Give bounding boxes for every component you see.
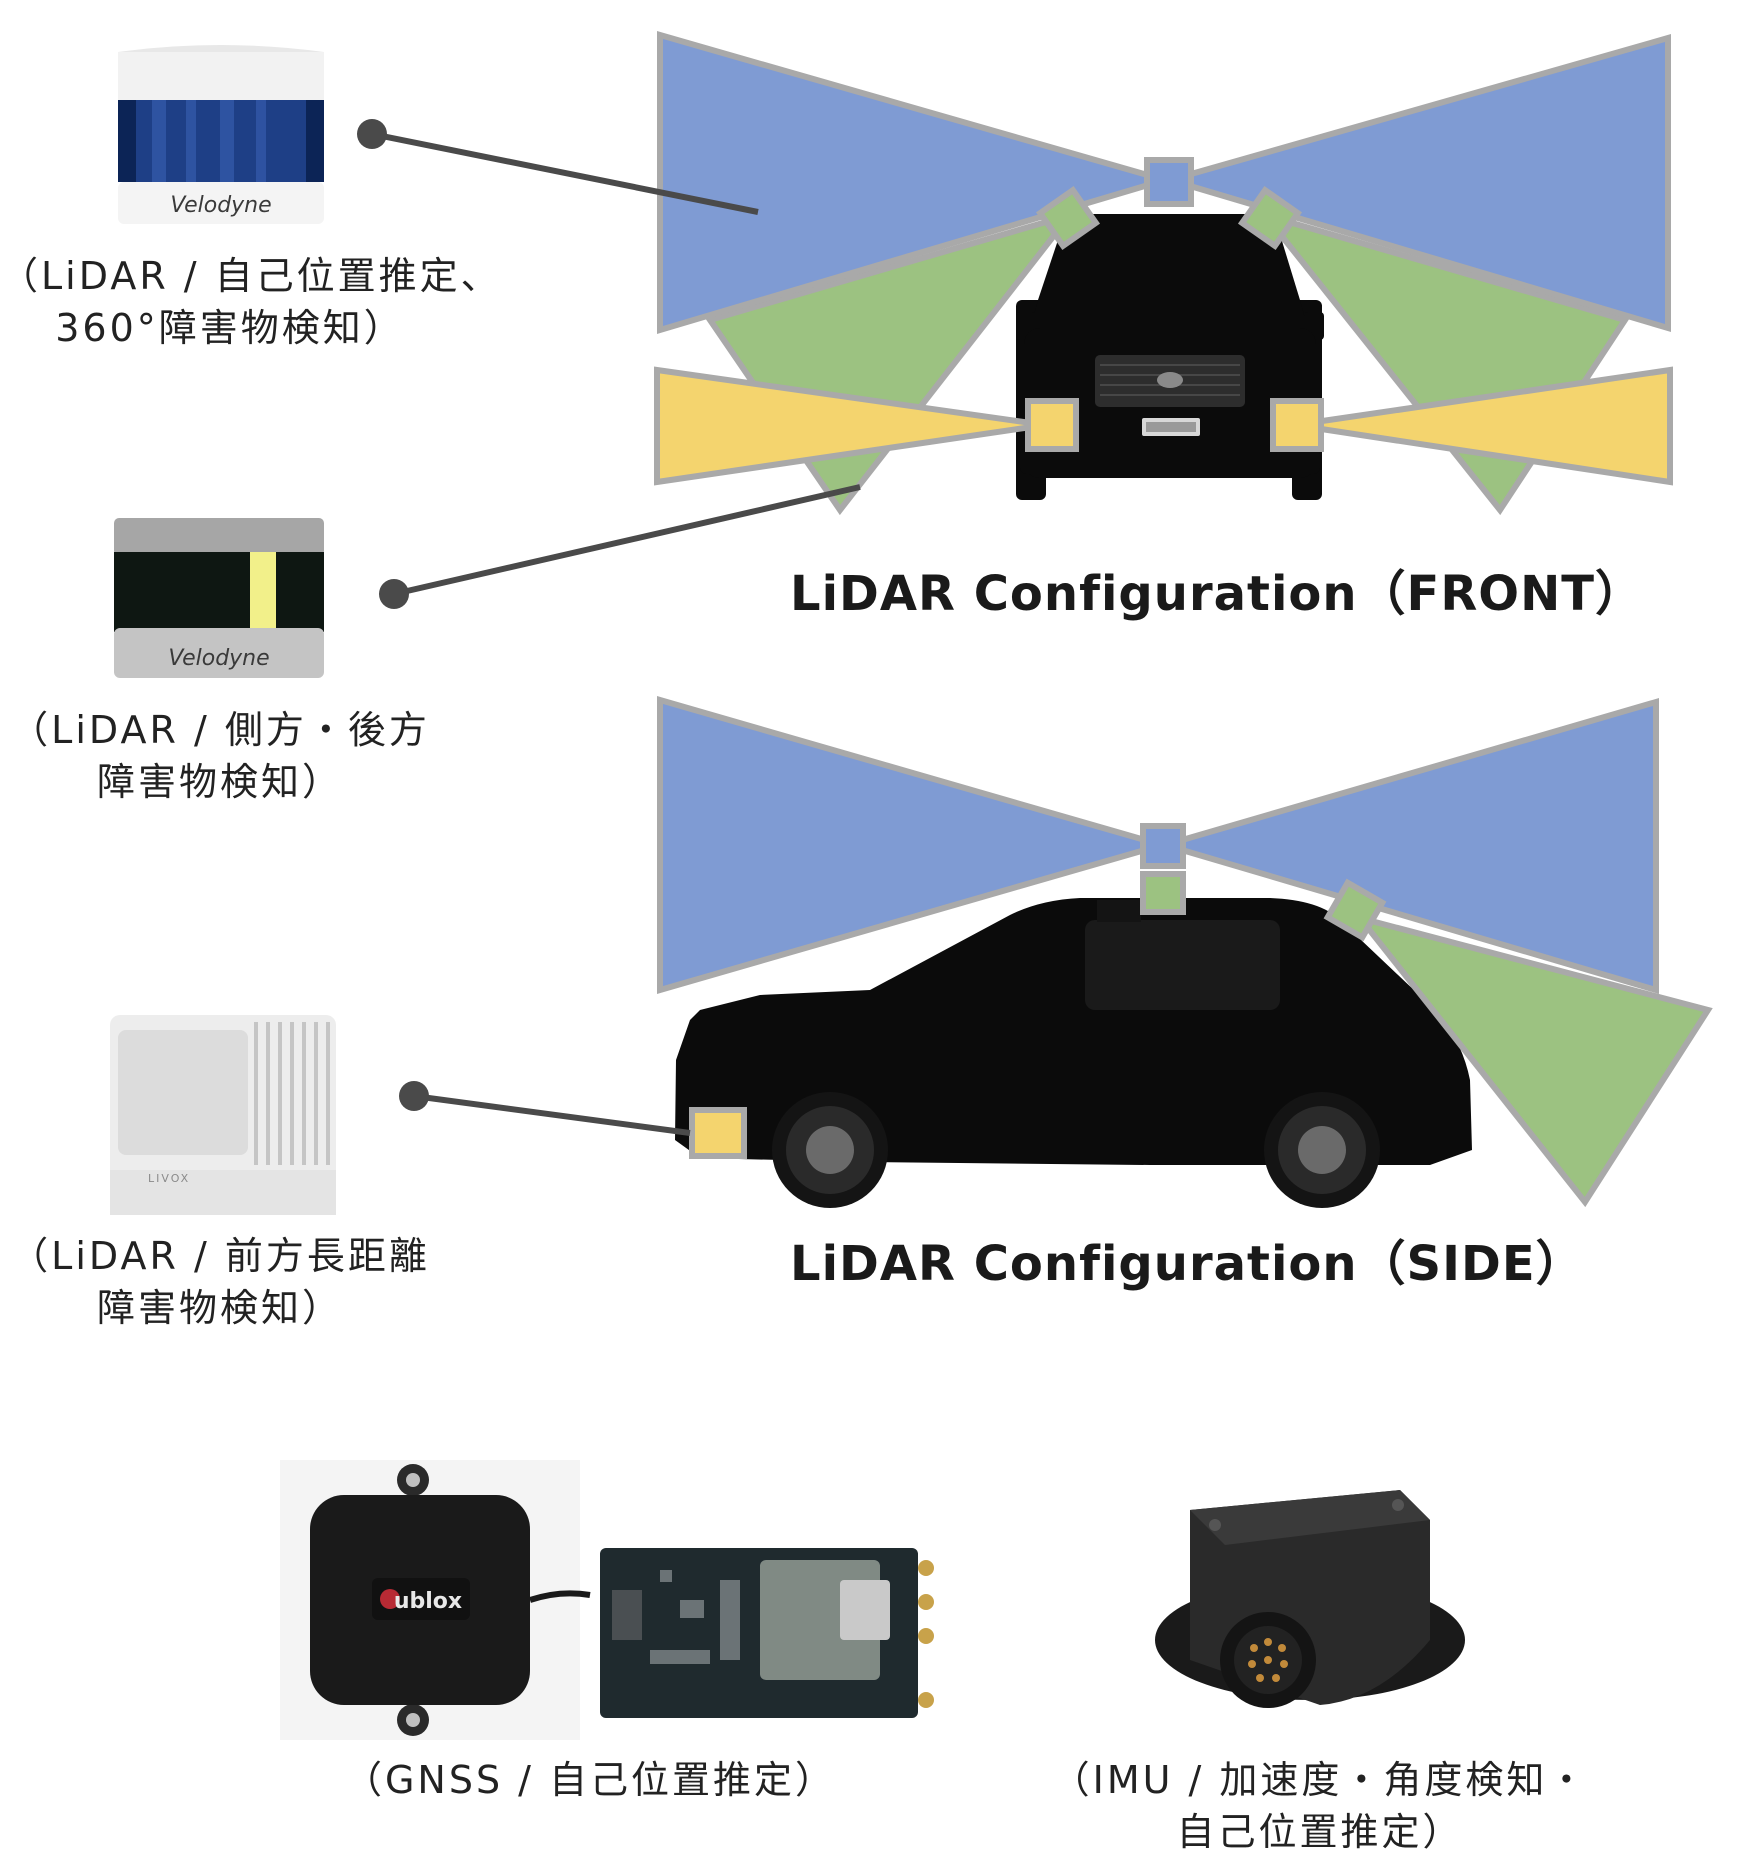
livox-brand-text: LIVOX <box>148 1172 190 1185</box>
side-view-diagram <box>657 696 1713 1208</box>
caption-imu: （IMU / 加速度・角度検知・ 自己位置推定） <box>1050 1754 1590 1858</box>
side-roof-lidar-box <box>1140 871 1186 915</box>
front-top-fov-right <box>1159 34 1671 333</box>
front-side-lidar-box-right <box>1237 185 1303 251</box>
caption-livox-line-1: （LiDAR / 前方長距離 <box>10 1234 430 1278</box>
side-top-lidar-box <box>1140 823 1186 869</box>
caption-gnss-line-1: （GNSS / 自己位置推定） <box>343 1758 837 1802</box>
velodyne-side-lidar-image: Velodyne <box>114 518 324 678</box>
vehicle-front-silhouette <box>1016 214 1324 500</box>
front-top-lidar-box <box>1144 157 1194 207</box>
velodyne-top-lidar-image: Velodyne <box>118 45 324 224</box>
caption-velodyne-side-line-1: （LiDAR / 側方・後方 <box>10 708 430 752</box>
side-diagram-title: LiDAR Configuration（SIDE） <box>790 1236 1585 1292</box>
caption-velodyne-top-line-2: 360°障害物検知） <box>55 306 405 350</box>
caption-livox: （LiDAR / 前方長距離 障害物検知） <box>10 1230 430 1334</box>
front-diagram-title: LiDAR Configuration（FRONT） <box>790 566 1645 622</box>
caption-livox-line-2: 障害物検知） <box>96 1286 343 1330</box>
side-front-lidar-box <box>689 1107 747 1159</box>
gnss-module-image: ublox <box>280 1460 934 1740</box>
leader-lines <box>357 119 861 1136</box>
leader-velodyne-side <box>393 484 861 597</box>
velodyne-top-brand-text: Velodyne <box>170 193 271 218</box>
side-rear-fov <box>1352 912 1713 1208</box>
imu-sensor-image <box>1155 1490 1465 1708</box>
side-top-fov-left <box>657 696 1173 994</box>
leader-livox <box>413 1093 691 1136</box>
leader-dot-livox <box>399 1081 429 1111</box>
front-side-lidar-box-left <box>1035 185 1101 251</box>
front-front-fov-right <box>1294 366 1673 486</box>
side-top-fov-right <box>1154 698 1659 995</box>
caption-gnss: （GNSS / 自己位置推定） <box>330 1754 850 1806</box>
leader-dot-velodyne-side <box>379 579 409 609</box>
velodyne-side-brand-text: Velodyne <box>168 646 269 671</box>
caption-velodyne-side: （LiDAR / 側方・後方 障害物検知） <box>10 704 430 808</box>
ublox-brand-text: ublox <box>394 1589 462 1614</box>
front-top-fov-left <box>657 31 1176 335</box>
front-front-fov-left <box>654 366 1046 486</box>
vehicle-side-silhouette <box>675 898 1472 1208</box>
livox-lidar-image: LIVOX <box>110 1015 336 1215</box>
caption-velodyne-side-line-2: 障害物検知） <box>96 760 343 804</box>
leader-dot-velodyne-top <box>357 119 387 149</box>
front-front-lidar-box-right <box>1270 398 1324 452</box>
front-view-diagram <box>654 31 1673 516</box>
caption-velodyne-top: （LiDAR / 自己位置推定、 360°障害物検知） <box>0 250 502 354</box>
caption-velodyne-top-line-1: （LiDAR / 自己位置推定、 <box>0 254 502 298</box>
caption-imu-line-1: （IMU / 加速度・角度検知・ <box>1051 1758 1589 1802</box>
front-front-lidar-box-left <box>1025 398 1079 452</box>
side-rear-lidar-box <box>1323 878 1387 942</box>
caption-imu-line-2: 自己位置推定） <box>1176 1810 1464 1854</box>
leader-velodyne-top <box>371 131 759 215</box>
